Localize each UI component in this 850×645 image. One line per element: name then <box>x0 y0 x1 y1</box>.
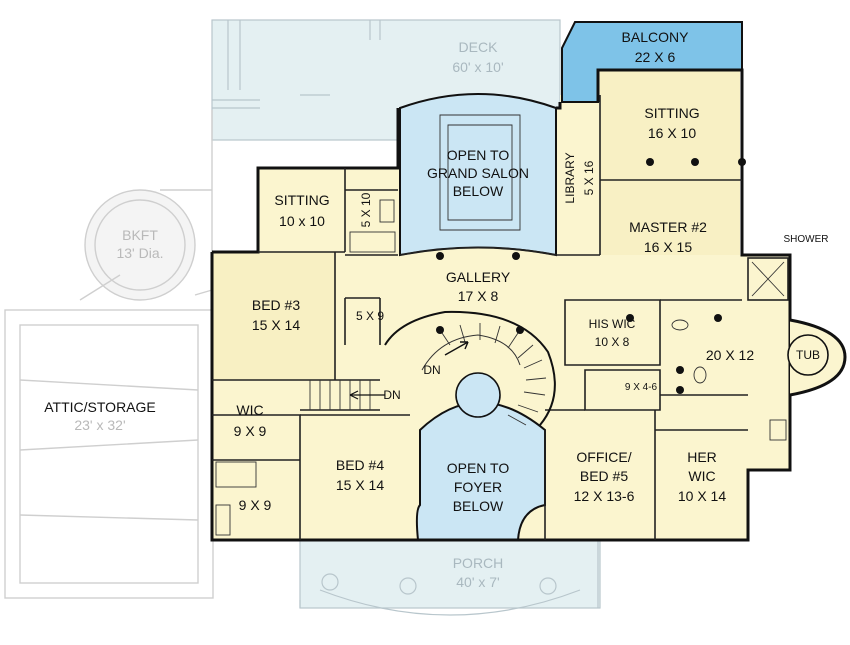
columns <box>436 158 746 394</box>
bed4-label: BED #4 <box>336 457 384 473</box>
bkft-room <box>84 189 196 301</box>
fixtures <box>215 199 787 536</box>
foyer-line2: FOYER <box>454 479 502 495</box>
deck-dims: 60' x 10' <box>452 59 503 75</box>
her-wic-dims: 10 X 14 <box>678 488 726 504</box>
bed4-dims: 15 X 14 <box>336 477 384 493</box>
spiral-stair <box>349 310 556 426</box>
bed3-dims: 15 X 14 <box>252 317 300 333</box>
grand-salon-line2: GRAND SALON <box>427 165 529 181</box>
office-line2: BED #5 <box>580 468 628 484</box>
his-wic-dims: 10 X 8 <box>595 335 630 349</box>
bed3-label: BED #3 <box>252 297 300 313</box>
tub <box>787 334 829 376</box>
sitting-dims: 10 x 10 <box>279 213 325 229</box>
master2-label: MASTER #2 <box>629 219 707 235</box>
porch-area <box>299 539 601 609</box>
grand-salon-line3: BELOW <box>453 183 504 199</box>
tub-label: TUB <box>796 348 820 362</box>
deck-label: DECK <box>459 39 499 55</box>
grand-salon-line1: OPEN TO <box>447 147 510 163</box>
master-sitting-dims: 16 X 10 <box>648 125 696 141</box>
room-labels: DECK 60' x 10' BALCONY 22 X 6 OPEN TO GR… <box>44 29 828 590</box>
gallery-label: GALLERY <box>446 269 511 285</box>
balcony-dims: 22 X 6 <box>635 49 676 65</box>
attic-dims: 23' x 32' <box>74 417 125 433</box>
bkft-dims: 13' Dia. <box>116 245 163 261</box>
office-dims: 12 X 13-6 <box>574 488 635 504</box>
foyer-line3: BELOW <box>453 498 504 514</box>
stair-dn-label: DN <box>423 363 440 377</box>
wic-label: WIC <box>236 402 263 418</box>
ghost-context <box>4 19 601 616</box>
gallery-dims: 17 X 8 <box>458 288 499 304</box>
attic-label: ATTIC/STORAGE <box>44 399 156 415</box>
balcony-label: BALCONY <box>622 29 690 45</box>
attic-area <box>4 309 214 599</box>
his-wic-label: HIS WIC <box>589 317 636 331</box>
bkft-label: BKFT <box>122 227 158 243</box>
library-dims: 5 X 16 <box>582 160 596 195</box>
interior-walls <box>212 95 847 540</box>
master2-dims: 16 X 15 <box>644 239 692 255</box>
bath-9x9-dims: 9 X 9 <box>239 497 272 513</box>
shower-label: SHOWER <box>784 234 829 245</box>
master-bath-dims: 20 X 12 <box>706 347 754 363</box>
porch-label: PORCH <box>453 555 504 571</box>
closet-5x10-dims: 5 X 10 <box>359 192 373 227</box>
side-stair-dn-label: DN <box>383 388 400 402</box>
master-sitting-label: SITTING <box>644 105 699 121</box>
porch-dims: 40' x 7' <box>456 574 499 590</box>
wic-dims: 9 X 9 <box>234 423 267 439</box>
library-label: LIBRARY <box>563 152 577 203</box>
her-wic-label: HER <box>687 449 717 465</box>
closet-5x9-dims: 5 X 9 <box>356 309 384 323</box>
office-line1: OFFICE/ <box>576 449 631 465</box>
sitting-label: SITTING <box>274 192 329 208</box>
foyer-line1: OPEN TO <box>447 460 510 476</box>
her-wic-label2: WIC <box>688 468 715 484</box>
wc-dims: 9 X 4-6 <box>625 382 658 393</box>
